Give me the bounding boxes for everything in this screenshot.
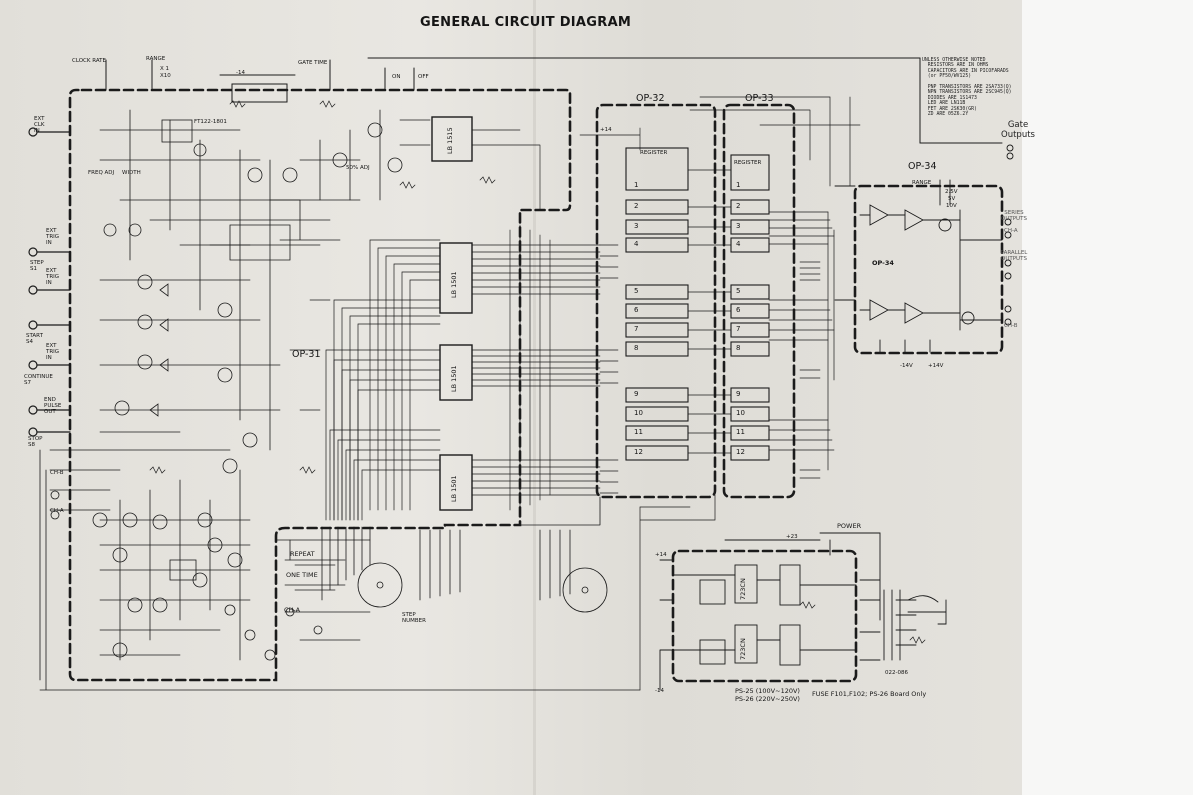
ic-label-lb1501-c: LB 1501 <box>450 475 458 502</box>
minus14-label: -14 <box>655 688 664 694</box>
one-time-label: ONE TIME <box>286 571 318 579</box>
ic-label-723cn-b: 723CN <box>739 638 747 660</box>
op33-register-5: 5 <box>736 287 741 295</box>
op33-register-3: 3 <box>736 222 741 230</box>
op34-range-10v: 10V <box>946 203 957 209</box>
off-label: OFF <box>418 74 429 80</box>
op34-plus14-label: +14V <box>928 363 944 369</box>
register-11: 11 <box>634 428 643 436</box>
clock-rate-label: CLOCK RATE <box>72 58 107 64</box>
ic-label-lb1501-a: LB 1501 <box>450 271 458 298</box>
step-switch-label: STEP S1 <box>30 260 44 272</box>
width-label: WIDTH <box>122 170 141 176</box>
ext-trig-in-start-label: EXT TRIG IN <box>46 268 60 286</box>
register-3: 3 <box>634 222 639 230</box>
component-notes: UNLESS OTHERWISE NOTED RESISTORS ARE IN … <box>922 58 1012 118</box>
range-x10-label: X10 <box>160 73 171 79</box>
register-header-op33: REGISTER <box>734 160 762 166</box>
register-12: 12 <box>634 448 643 456</box>
op33-register-2: 2 <box>736 202 741 210</box>
register-5: 5 <box>634 287 639 295</box>
register-9: 9 <box>634 390 639 398</box>
op33-register-12: 12 <box>736 448 745 456</box>
ic-label-ft122: FT122-1801 <box>194 119 227 125</box>
ext-trig-in-step-label: EXT TRIG IN <box>46 228 60 246</box>
register-7: 7 <box>634 325 639 333</box>
ps26-label: PS-26 (220V~250V) <box>735 695 800 703</box>
plus23-label: +23 <box>786 534 798 540</box>
op33-register-11: 11 <box>736 428 745 436</box>
ps-board-outline <box>671 549 858 683</box>
ic-lb1501-a <box>439 242 473 314</box>
diagram-title: GENERAL CIRCUIT DIAGRAM <box>420 15 632 30</box>
paper-fold <box>533 0 536 795</box>
op33-register-4: 4 <box>736 240 741 248</box>
repeat-label: REPEAT <box>290 550 315 558</box>
ic-lb1501-c <box>439 454 473 511</box>
op33-register-6: 6 <box>736 306 741 314</box>
power-label: POWER <box>837 522 862 530</box>
step-number-label: STEP NUMBER <box>402 612 426 624</box>
series-outputs-label: SERIES OUTPUTS <box>1001 210 1027 222</box>
freq-adj-label: FREQ ADJ <box>88 170 115 176</box>
plus14-label: +14 <box>655 552 667 558</box>
op34-range-25v: 2.5V <box>945 189 958 195</box>
part-number-label: 022-086 <box>885 670 908 676</box>
page-margin <box>1022 0 1193 795</box>
op33-register-8: 8 <box>736 344 741 352</box>
op33-register-10: 10 <box>736 409 745 417</box>
ic-lb1501-b <box>439 344 473 401</box>
board-label-op34-inner: OP-34 <box>872 259 894 267</box>
fifty-adj-label: 50% ADJ <box>346 165 370 171</box>
board-label-op32: OP-32 <box>636 93 665 104</box>
series-ch-a-label: CH-A <box>1004 228 1018 234</box>
gate-outputs-label: Gate Outputs <box>1001 120 1035 140</box>
ic-label-723cn-a: 723CN <box>739 578 747 600</box>
op33-register-1: 1 <box>736 181 741 189</box>
op33-register-9: 9 <box>736 390 741 398</box>
fuse-note-label: FUSE F101,F102; PS-26 Board Only <box>812 690 927 698</box>
op34-range-label: RANGE <box>912 180 932 186</box>
ic-label-lb1501-b: LB 1501 <box>450 365 458 392</box>
parallel-ch-b-label: CH-B <box>1004 323 1018 329</box>
board-label-op33: OP-33 <box>745 93 774 104</box>
register-header: REGISTER <box>640 150 668 156</box>
ch-a-bottom-label: CH-A <box>284 606 301 614</box>
register-10: 10 <box>634 409 643 417</box>
plus14-top-label: +14 <box>600 127 612 133</box>
register-4: 4 <box>634 240 639 248</box>
ch-a-left-label: CH-A <box>50 508 64 514</box>
op34-board-outline <box>853 184 1004 355</box>
ext-clk-in-label: EXT CLK IN <box>34 116 45 134</box>
board-label-op34: OP-34 <box>908 161 937 172</box>
op34-range-5v: 5V <box>948 196 956 202</box>
ext-trig-in-continue-label: EXT TRIG IN <box>46 343 60 361</box>
parallel-outputs-label: PARALLEL OUTPUTS <box>1000 250 1028 262</box>
stop-switch-label: STOP S8 <box>28 436 43 448</box>
ch-b-left-label: CH-B <box>50 470 64 476</box>
op33-board-outline <box>722 103 796 499</box>
continue-switch-label: CONTINUE S7 <box>24 374 53 386</box>
input-jacks <box>28 127 71 437</box>
range-x1-label: X 1 <box>160 66 170 72</box>
op34-minus14-label: -14V <box>900 363 913 369</box>
start-switch-label: START S4 <box>26 333 43 345</box>
ic-lb1515 <box>431 116 473 162</box>
register-1: 1 <box>634 181 639 189</box>
ic-label-lb1515: LB 1515 <box>446 127 454 154</box>
register-2: 2 <box>634 202 639 210</box>
on-label: ON <box>392 74 401 80</box>
gate-time-label: GATE TIME <box>298 60 328 66</box>
end-pulse-out-label: END PULSE OUT <box>44 397 62 415</box>
ps25-label: PS-25 (100V~120V) <box>735 687 800 695</box>
register-8: 8 <box>634 344 639 352</box>
board-label-op31: OP-31 <box>292 349 321 360</box>
minus14-top-label: -14 <box>236 70 245 76</box>
op31-board-outline <box>68 88 572 682</box>
op33-register-7: 7 <box>736 325 741 333</box>
register-6: 6 <box>634 306 639 314</box>
op32-board-outline <box>595 103 717 499</box>
range-label: RANGE <box>146 56 166 62</box>
